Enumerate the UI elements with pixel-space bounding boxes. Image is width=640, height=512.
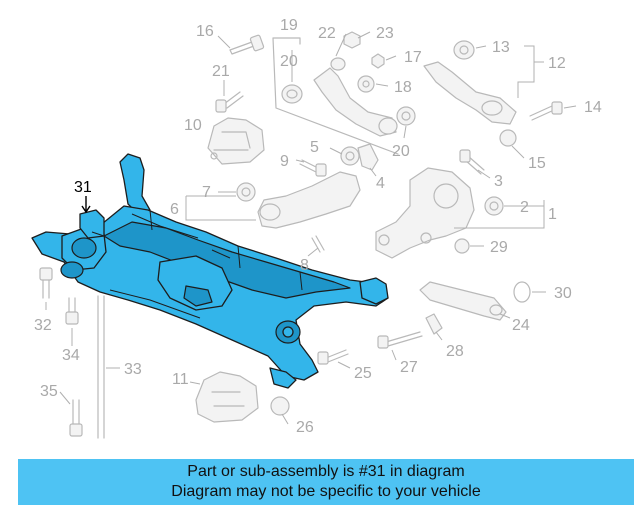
part-2-bushing (484, 196, 504, 216)
part-5-bushing (340, 146, 360, 166)
part-3-bolt (459, 149, 485, 175)
callout-32: 32 (34, 317, 52, 334)
part-35-bolt (69, 399, 83, 437)
part-24-link (419, 281, 507, 321)
part-16-bolt (229, 34, 265, 55)
parts-diagram: 1 2 3 4 5 6 7 8 9 10 11 12 13 14 15 16 1… (31, 17, 602, 439)
callout-25: 25 (354, 365, 372, 382)
part-14-bolt (529, 101, 563, 121)
part-27-bolt (377, 331, 423, 349)
part-31-subframe[interactable] (31, 153, 389, 389)
callout-12: 12 (548, 55, 566, 72)
callout-31: 31 (74, 179, 92, 196)
part-12-lateral-arm (423, 61, 517, 125)
leader-lines (45, 31, 577, 425)
callout-20b: 20 (392, 143, 410, 160)
part-33-rod (97, 295, 105, 439)
part-19-control-arm (272, 37, 416, 155)
callout-24: 24 (512, 317, 530, 334)
part-4-bracket (357, 143, 379, 171)
part-9-bolt (299, 159, 327, 177)
banner-line-2: Diagram may not be specific to your vehi… (171, 483, 481, 500)
callout-2: 2 (520, 199, 529, 216)
callout-8: 8 (300, 257, 309, 274)
part-29-nut (454, 238, 470, 254)
callout-11: 11 (172, 371, 189, 388)
callout-10: 10 (184, 117, 202, 134)
callout-16: 16 (196, 23, 214, 40)
callout-29: 29 (490, 239, 508, 256)
callout-30: 30 (554, 285, 572, 302)
part-1-knuckle (375, 167, 475, 259)
part-15-bushing (499, 129, 517, 147)
callout-labels: 1 2 3 4 5 6 7 8 9 10 11 12 13 14 15 16 1… (34, 17, 602, 436)
part-34-bolt (65, 297, 79, 325)
callout-22: 22 (318, 25, 336, 42)
callout-17: 17 (404, 49, 422, 66)
callout-6: 6 (170, 201, 179, 218)
callout-18: 18 (394, 79, 412, 96)
callout-5: 5 (310, 139, 319, 156)
part-13-bushing (453, 40, 475, 60)
part-28-clip (425, 313, 443, 335)
info-banner: Part or sub-assembly is #31 in diagram D… (18, 459, 634, 505)
callout-26: 26 (296, 419, 314, 436)
part-11-mount (195, 371, 259, 423)
callout-21: 21 (212, 63, 230, 80)
part-22-washer (330, 57, 346, 71)
callout-9: 9 (280, 153, 289, 170)
banner-line-1: Part or sub-assembly is #31 in diagram (187, 463, 465, 480)
part-30-ring (513, 281, 531, 303)
callout-13: 13 (492, 39, 510, 56)
part-25-bolt (317, 349, 349, 365)
callout-3: 3 (494, 173, 503, 190)
callout-19: 19 (280, 17, 298, 34)
callout-20a: 20 (280, 53, 298, 70)
callout-31-arrow (81, 196, 91, 214)
callout-7: 7 (202, 184, 211, 201)
part-8-bolt (311, 235, 325, 253)
callout-33: 33 (124, 361, 142, 378)
part-17-nut (371, 53, 385, 69)
callout-14: 14 (584, 99, 602, 116)
callout-27: 27 (400, 359, 418, 376)
part-7-bushing (236, 182, 256, 202)
part-21-bolt (215, 91, 244, 113)
callout-15: 15 (528, 155, 546, 172)
part-18-bushing (357, 75, 375, 93)
part-32-bolt (39, 267, 53, 299)
callout-23: 23 (376, 25, 394, 42)
callout-35: 35 (40, 383, 58, 400)
part-23-nut (343, 31, 361, 49)
part-6-trailing-arm (257, 171, 361, 229)
part-10-mount (207, 117, 265, 165)
callout-34: 34 (62, 347, 80, 364)
callout-4: 4 (376, 175, 385, 192)
part-26-bushing (270, 396, 290, 416)
callout-1: 1 (548, 206, 557, 223)
callout-28: 28 (446, 343, 464, 360)
